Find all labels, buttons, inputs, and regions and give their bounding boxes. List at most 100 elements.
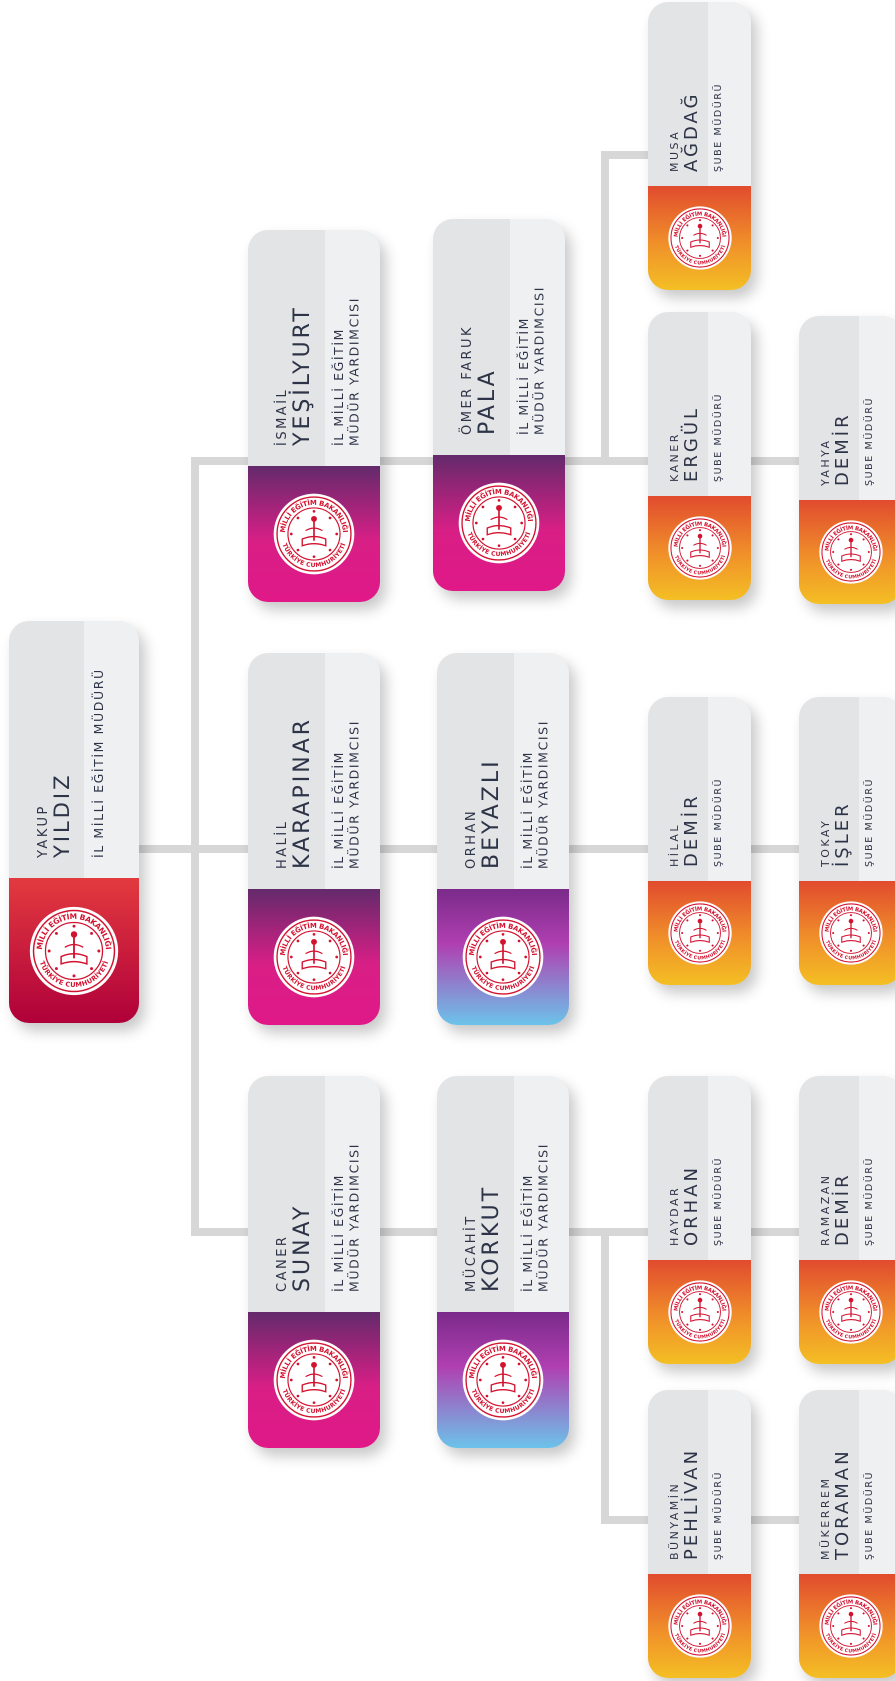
last-name: KARAPINAR xyxy=(290,717,315,869)
job-title: MÜDÜR YARDIMCISI xyxy=(346,720,362,869)
job-title: İL MİLLİ EĞİTİM xyxy=(331,1174,346,1292)
first-name: BÜNYAMİN xyxy=(668,1482,681,1560)
job-title: ŞUBE MÜDÜRÜ xyxy=(713,1157,724,1246)
card-title-band xyxy=(708,697,751,881)
job-title: ŞUBE MÜDÜRÜ xyxy=(713,393,724,482)
card-title-band xyxy=(708,1076,751,1260)
job-title: ŞUBE MÜDÜRÜ xyxy=(864,397,875,486)
card-title-band xyxy=(859,316,895,500)
first-name: MÜKERREM xyxy=(819,1477,832,1560)
card-title-band xyxy=(325,1076,380,1312)
last-name: İŞLER xyxy=(832,801,853,867)
job-title: İL MİLLİ EĞİTİM xyxy=(331,328,346,446)
last-name: YILDIZ xyxy=(50,773,74,859)
card-title-band xyxy=(514,1076,569,1312)
job-title: ŞUBE MÜDÜRÜ xyxy=(713,778,724,867)
job-title: İL MİLLİ EĞİTİM xyxy=(520,751,535,869)
card-title-band xyxy=(859,697,895,881)
job-title: ŞUBE MÜDÜRÜ xyxy=(713,1471,724,1560)
last-name: SUNAY xyxy=(290,1204,315,1292)
job-title: İL MİLLİ EĞİTİM MÜDÜRÜ xyxy=(90,668,106,858)
card-title-band xyxy=(514,653,569,889)
first-name: TOKAY xyxy=(819,819,832,868)
first-name: HAYDAR xyxy=(668,1186,681,1246)
job-title: ŞUBE MÜDÜRÜ xyxy=(864,778,875,867)
first-name: MUSA xyxy=(668,130,681,172)
card-title-band xyxy=(510,219,565,455)
last-name: KORKUT xyxy=(479,1185,504,1292)
card-title-band xyxy=(84,621,139,878)
job-title: MÜDÜR YARDIMCISI xyxy=(531,286,547,435)
job-title: ŞUBE MÜDÜRÜ xyxy=(713,83,724,172)
first-name: YAKUP xyxy=(36,804,51,859)
last-name: PEHLİVAN xyxy=(681,1448,702,1560)
first-name: HİLAL xyxy=(668,823,681,867)
job-title: MÜDÜR YARDIMCISI xyxy=(346,297,362,446)
card-title-band xyxy=(708,2,751,186)
first-name: HALİL xyxy=(274,820,290,870)
card-title-band xyxy=(708,312,751,496)
job-title: ŞUBE MÜDÜRÜ xyxy=(864,1471,875,1560)
job-title: MÜDÜR YARDIMCISI xyxy=(346,1143,362,1292)
first-name: İSMAİL xyxy=(274,388,290,446)
first-name: CANER xyxy=(275,1235,290,1292)
card-title-band xyxy=(325,230,380,466)
first-name: KANER xyxy=(668,432,681,482)
job-title: ŞUBE MÜDÜRÜ xyxy=(864,1157,875,1246)
card-title-band xyxy=(325,653,380,889)
last-name: ORHAN xyxy=(681,1165,702,1246)
last-name: DEMİR xyxy=(832,1172,853,1246)
last-name: BEYAZLI xyxy=(479,758,504,869)
last-name: TORAMAN xyxy=(832,1448,853,1561)
job-title: İL MİLLİ EĞİTİM xyxy=(331,751,346,869)
job-title: İL MİLLİ EĞİTİM xyxy=(520,1174,535,1292)
job-title: MÜDÜR YARDIMCISI xyxy=(535,720,551,869)
card-title-band xyxy=(859,1390,895,1574)
last-name: PALA xyxy=(475,368,500,435)
last-name: YEŞİLYURT xyxy=(289,305,315,447)
last-name: AĞDAĞ xyxy=(680,92,702,172)
